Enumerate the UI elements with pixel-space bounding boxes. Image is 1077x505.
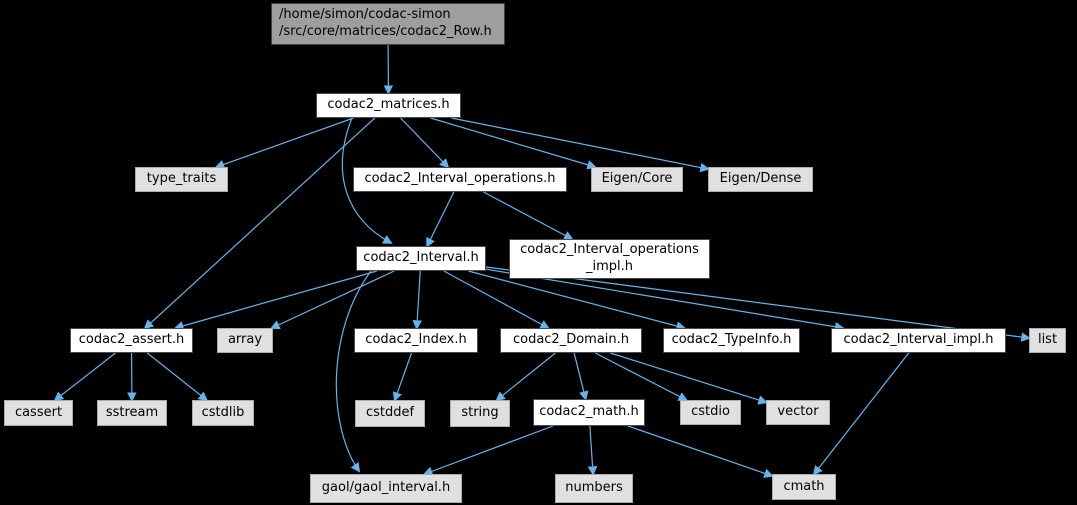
node-array: array	[217, 328, 273, 353]
node-label: sstream	[105, 404, 159, 420]
node-label: codac2_assert.h	[78, 332, 185, 348]
node-label: list	[1037, 332, 1058, 348]
node-label: codac2_TypeInfo.h	[671, 332, 792, 348]
node-label: cassert	[14, 404, 63, 420]
node-sstream: sstream	[97, 400, 167, 426]
node-label: _impl.h	[585, 259, 633, 274]
node-eigen_core: Eigen/Core	[591, 167, 683, 192]
node-label: Eigen/Dense	[719, 171, 802, 187]
node-label: codac2_Interval_operations	[520, 242, 699, 258]
edge-interval-to-domain	[443, 270, 550, 329]
node-label: /home/simon/codac-simon	[279, 7, 451, 23]
edge-domain-to-math	[573, 352, 589, 401]
node-gaol: gaol/gaol_interval.h	[310, 474, 462, 503]
node-label: type_traits	[146, 171, 217, 187]
edge-math-to-cmath	[627, 425, 774, 478]
node-label: codac2_Interval.h	[363, 250, 479, 266]
node-type_traits: type_traits	[135, 167, 228, 192]
node-label: cstdlib	[201, 404, 245, 420]
edge-domain-to-cstdio	[594, 352, 688, 401]
edge-matrices-to-interval_ops	[400, 117, 450, 169]
node-cstddef: cstddef	[355, 400, 425, 427]
node-typeinfo[interactable]: codac2_TypeInfo.h	[663, 328, 800, 353]
node-label: array	[227, 332, 263, 348]
edge-math-to-gaol	[422, 425, 554, 476]
node-label: cstddef	[365, 405, 415, 421]
edge-index-to-cstddef	[392, 352, 413, 402]
node-label: codac2_Index.h	[365, 332, 467, 348]
edge-interval-to-array	[270, 270, 395, 330]
node-label: numbers	[565, 480, 623, 496]
node-cstdlib: cstdlib	[192, 400, 254, 426]
node-domain[interactable]: codac2_Domain.h	[500, 328, 642, 353]
edge-matrices-to-assert	[143, 117, 376, 330]
edge-interval-to-gaol	[335, 270, 372, 473]
node-cassert: cassert	[4, 400, 73, 426]
edge-assert-to-cstdlib	[146, 352, 209, 402]
node-label: codac2_matrices.h	[327, 97, 450, 113]
edge-interval-to-assert	[173, 270, 378, 331]
node-assert[interactable]: codac2_assert.h	[70, 328, 193, 353]
node-label: cmath	[783, 478, 825, 494]
node-label: Eigen/Core	[601, 171, 673, 187]
edge-interval_ops-to-interval	[426, 191, 455, 248]
edge-matrices-to-eigen_core	[430, 117, 597, 170]
edge-domain-to-string	[495, 352, 556, 402]
node-cmath: cmath	[772, 474, 836, 500]
node-matrices[interactable]: codac2_matrices.h	[316, 93, 461, 118]
node-label: codac2_Interval_operations.h	[364, 171, 556, 187]
edge-math-to-numbers	[587, 425, 598, 476]
node-root: /home/simon/codac-simon/src/core/matrice…	[271, 3, 505, 45]
node-interval_impl[interactable]: codac2_Interval_impl.h	[831, 328, 1006, 353]
node-label: codac2_Domain.h	[512, 332, 630, 348]
edge-assert-to-cassert	[53, 352, 116, 402]
node-cstdio: cstdio	[680, 400, 741, 425]
edge-matrices-to-type_traits	[214, 117, 354, 169]
edge-interval-to-typeinfo	[468, 270, 687, 331]
node-math[interactable]: codac2_math.h	[533, 399, 645, 426]
node-numbers: numbers	[555, 474, 633, 503]
node-label: gaol/gaol_interval.h	[321, 480, 451, 496]
edge-interval-to-index	[412, 270, 423, 330]
node-index[interactable]: codac2_Index.h	[354, 328, 478, 353]
node-label: /src/core/matrices/codac2_Row.h	[279, 24, 492, 39]
edge-interval_ops-to-interval_ops_impl	[483, 191, 574, 240]
node-label: vector	[777, 404, 819, 420]
edge-matrices-to-eigen_dense	[451, 117, 710, 173]
node-interval_ops_impl[interactable]: codac2_Interval_operations_impl.h	[509, 239, 710, 279]
node-vector: vector	[766, 400, 830, 425]
node-string: string	[450, 400, 510, 427]
node-label: codac2_math.h	[539, 404, 639, 420]
node-interval[interactable]: codac2_Interval.h	[356, 246, 486, 271]
node-label: codac2_Interval_impl.h	[843, 332, 994, 348]
node-label: string	[461, 405, 499, 421]
node-label: cstdio	[691, 404, 730, 420]
edge-domain-to-vector	[610, 352, 768, 405]
node-eigen_dense: Eigen/Dense	[708, 167, 813, 192]
node-interval_ops[interactable]: codac2_Interval_operations.h	[353, 167, 567, 192]
node-list: list	[1029, 328, 1066, 353]
